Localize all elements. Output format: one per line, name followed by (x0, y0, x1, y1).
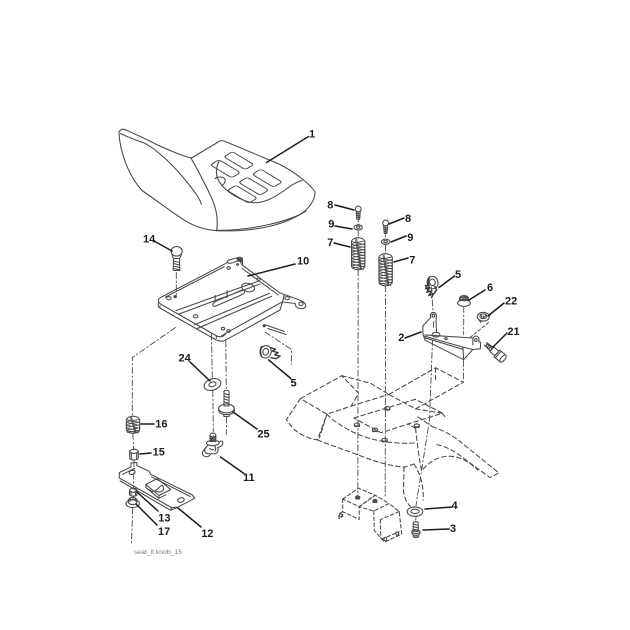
svg-text:5: 5 (455, 269, 461, 281)
svg-text:6: 6 (487, 282, 493, 294)
svg-text:16: 16 (155, 419, 167, 431)
svg-text:10: 10 (297, 256, 309, 268)
svg-text:12: 12 (201, 528, 213, 540)
svg-text:13: 13 (158, 513, 170, 525)
svg-text:24: 24 (179, 353, 192, 365)
svg-text:7: 7 (327, 237, 333, 249)
svg-text:7: 7 (409, 255, 415, 267)
svg-text:9: 9 (328, 219, 334, 231)
svg-text:17: 17 (158, 526, 170, 538)
svg-text:22: 22 (505, 296, 517, 308)
svg-text:9: 9 (407, 232, 413, 244)
svg-text:8: 8 (327, 200, 333, 212)
svg-text:15: 15 (153, 447, 165, 459)
svg-text:4: 4 (452, 500, 459, 512)
svg-text:21: 21 (507, 326, 519, 338)
svg-text:3: 3 (450, 523, 456, 535)
svg-text:2: 2 (398, 332, 404, 344)
svg-text:5: 5 (291, 378, 297, 390)
svg-text:25: 25 (257, 429, 269, 441)
svg-text:14: 14 (143, 234, 156, 246)
svg-text:11: 11 (243, 472, 255, 484)
svg-text:seat_lt.knob_15: seat_lt.knob_15 (134, 549, 182, 556)
svg-text:8: 8 (405, 213, 411, 225)
svg-text:1: 1 (309, 129, 315, 141)
